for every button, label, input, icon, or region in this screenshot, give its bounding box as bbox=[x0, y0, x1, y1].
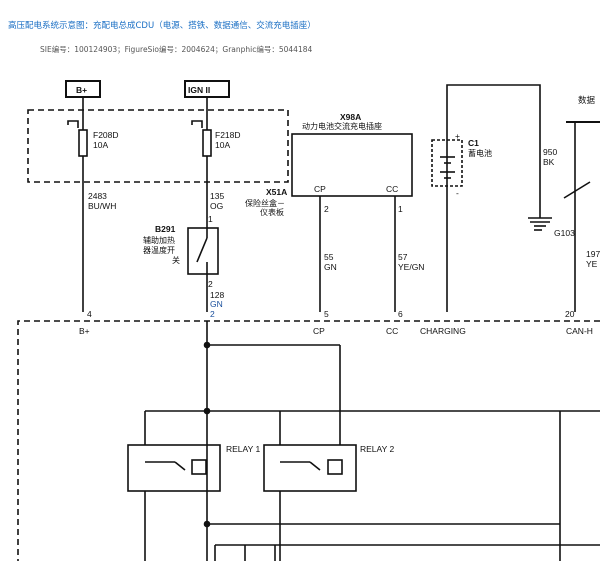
diagram-title: 高压配电系统示意图：充配电总成CDU（电源、搭铁、数据通信、交流充电插座） bbox=[8, 21, 316, 31]
cdu-outline bbox=[17, 320, 600, 561]
wire-2483-color: BU/WH bbox=[88, 201, 116, 211]
wire-55-circuit: 55 bbox=[324, 252, 334, 262]
fuse-f218d-icon bbox=[202, 129, 212, 157]
wire-135-circuit: 135 bbox=[210, 191, 224, 201]
c1-plus: + bbox=[455, 131, 460, 141]
wire-135-color: OG bbox=[210, 201, 223, 211]
fuse-f208d-id: F208D bbox=[93, 130, 119, 140]
x51a-name-line1: 保险丝盒－ bbox=[245, 198, 285, 208]
x98a-pin-cc: CC bbox=[386, 184, 398, 194]
wire-55-color: GN bbox=[324, 262, 337, 272]
relay-1-box bbox=[127, 444, 221, 492]
fuse-f218d-rating: 10A bbox=[215, 140, 230, 150]
relay-2-label: RELAY 2 bbox=[360, 444, 394, 454]
fuse-f218d-id: F218D bbox=[215, 130, 241, 140]
cdu-pin-num: 6 bbox=[398, 309, 403, 319]
c1-minus: - bbox=[456, 188, 459, 198]
cdu-pin-num: 2 bbox=[210, 309, 215, 319]
x98a-pin-cp-num: 2 bbox=[324, 204, 329, 214]
b291-name-line3: 关 bbox=[172, 255, 180, 265]
fuse-f208d-icon bbox=[78, 129, 88, 157]
cdu-pin-num: 20 bbox=[565, 309, 575, 319]
fuse-f208d-rating: 10A bbox=[93, 140, 108, 150]
wire-197-color: YE bbox=[586, 259, 598, 269]
cdu-pin-label: CC bbox=[386, 326, 398, 336]
right-partial-label: 数据 bbox=[578, 95, 596, 106]
x98a-pin-cp: CP bbox=[314, 184, 326, 194]
wire-950-color: BK bbox=[543, 157, 555, 167]
wire-57-color: YE/GN bbox=[398, 262, 424, 272]
cdu-pin-num: 4 bbox=[87, 309, 92, 319]
b291-id: B291 bbox=[155, 224, 176, 234]
x98a-pin-cc-num: 1 bbox=[398, 204, 403, 214]
c1-name: 蓄电池 bbox=[468, 148, 492, 158]
wire-128-circuit: 128 bbox=[210, 290, 224, 300]
cdu-pin-num: 5 bbox=[324, 309, 329, 319]
b291-name-line2: 器温度开 bbox=[143, 245, 175, 255]
x98a-id: X98A bbox=[340, 112, 361, 122]
cdu-pin-label: B+ bbox=[79, 326, 90, 336]
relay-1-label: RELAY 1 bbox=[226, 444, 260, 454]
wire-950-circuit: 950 bbox=[543, 147, 557, 157]
cdu-pin-label: CP bbox=[313, 326, 325, 336]
wire-2483-circuit: 2483 bbox=[88, 191, 107, 201]
c1-battery-box bbox=[431, 139, 463, 187]
relay-2-box bbox=[263, 444, 357, 492]
x51a-name-line2: 仪表板 bbox=[260, 207, 284, 217]
cdu-pin-label: CHARGING bbox=[420, 326, 466, 336]
fuse-box-outline bbox=[27, 109, 289, 183]
x98a-name: 动力电池交流充电插座 bbox=[302, 121, 382, 131]
bplus-source-label: B+ bbox=[76, 85, 87, 95]
x51a-id: X51A bbox=[266, 187, 287, 197]
wire-57-circuit: 57 bbox=[398, 252, 408, 262]
b291-pin-bottom: 2 bbox=[208, 279, 213, 289]
x98a-socket-box bbox=[291, 133, 413, 197]
ground-label: G103 bbox=[554, 228, 575, 238]
wire-197-circuit: 197 bbox=[586, 249, 600, 259]
diagram-meta: SIE编号：100124903；FigureSio编号：2004624；Gran… bbox=[40, 45, 313, 54]
ign-source-label: IGN II bbox=[188, 85, 210, 95]
b291-name-line1: 辅助加热 bbox=[143, 235, 175, 245]
cdu-pin-label: CAN-H bbox=[566, 326, 593, 336]
wire-128-color: GN bbox=[210, 299, 223, 309]
b291-switch-box bbox=[187, 227, 219, 275]
c1-id: C1 bbox=[468, 138, 479, 148]
b291-pin-top: 1 bbox=[208, 214, 213, 224]
